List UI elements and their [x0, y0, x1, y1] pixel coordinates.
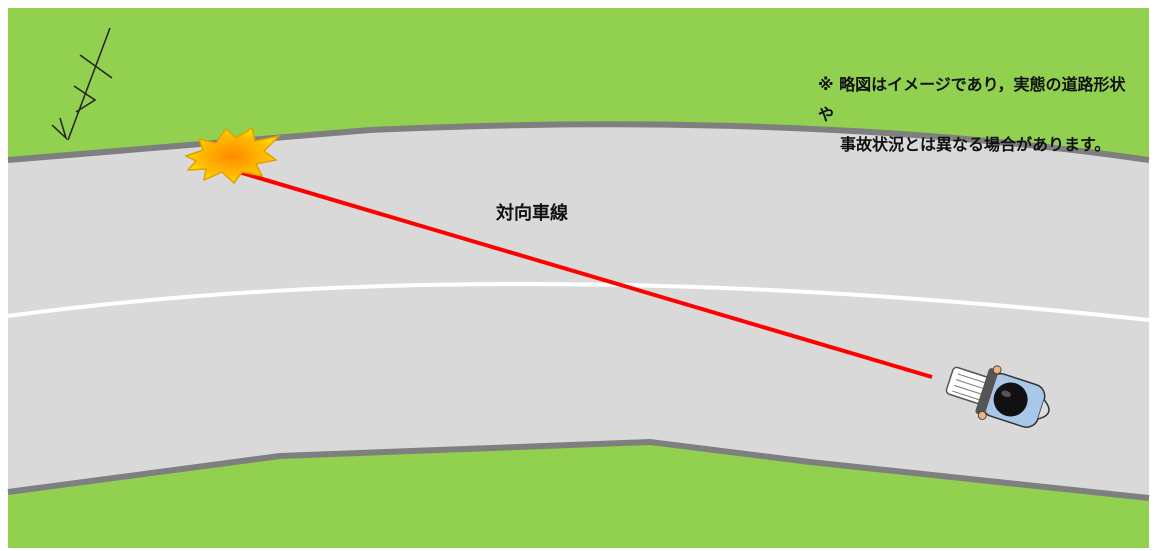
disclaimer-note: ※ 略図はイメージであり，実態の道路形状や 事故状況とは異なる場合があります。	[780, 70, 1140, 160]
center-line	[7, 282, 1150, 322]
collision-burst-icon	[184, 126, 282, 185]
north-arrow-icon	[51, 27, 113, 141]
road-surface	[8, 124, 1149, 499]
oncoming-lane-label: 対向車線	[496, 203, 568, 224]
disclaimer-line-1: ※ 略図はイメージであり，実態の道路形状や	[818, 75, 1126, 124]
upper-curb	[7, 121, 1150, 163]
trajectory-line	[231, 168, 933, 379]
lower-curb	[7, 438, 1150, 501]
motorcycle-rider-icon	[945, 365, 1050, 428]
disclaimer-line-2: 事故状況とは異なる場合があります。	[840, 135, 1111, 154]
